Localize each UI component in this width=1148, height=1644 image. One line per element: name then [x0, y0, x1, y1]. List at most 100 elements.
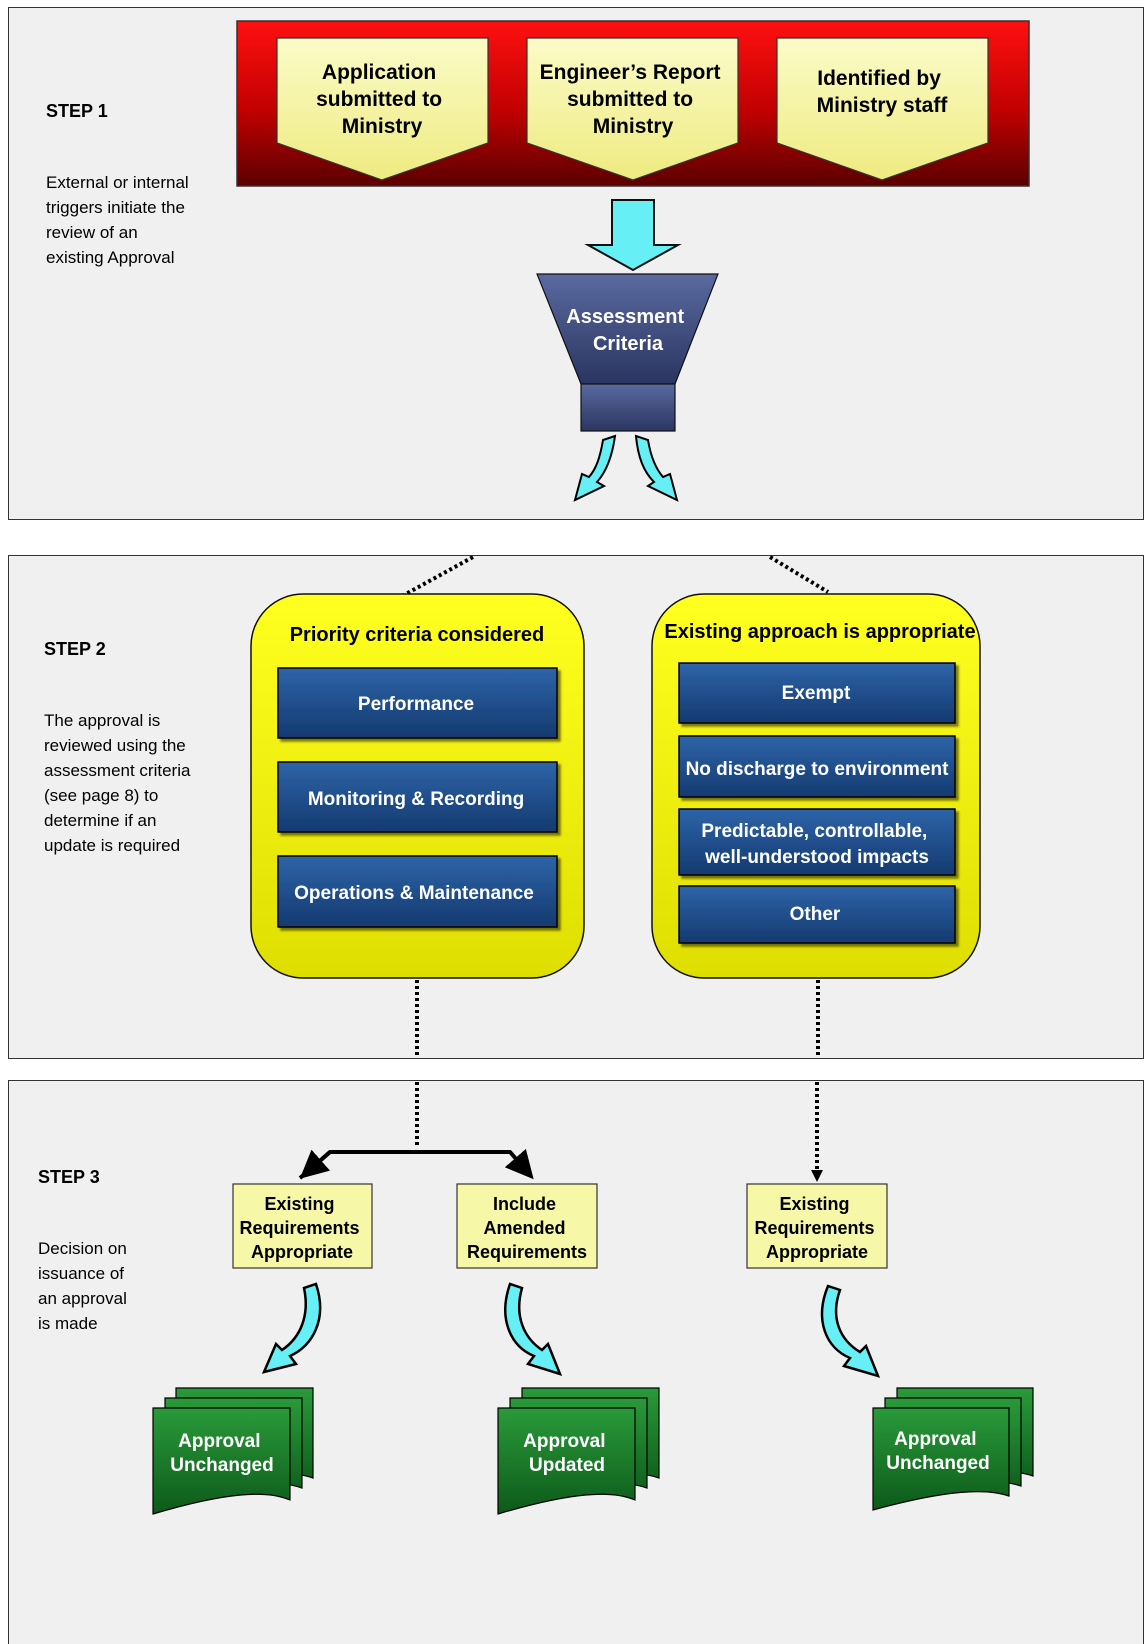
outcome-line: Unchanged — [170, 1455, 273, 1476]
step3-description-line: issuance of — [38, 1264, 124, 1283]
criteria-item-label: Monitoring & Recording — [308, 789, 524, 810]
outcome-label: Approval Updated — [523, 1431, 611, 1476]
trigger-line: submitted to — [567, 88, 693, 111]
decision-line: Existing — [779, 1194, 849, 1214]
approach-item-no-discharge: No discharge to environment — [678, 735, 956, 798]
outcome-approval-unchanged-left: Approval Unchanged — [152, 1387, 314, 1515]
step1-description-line: existing Approval — [46, 248, 175, 267]
decision-line: Requirements — [239, 1218, 359, 1238]
decision-line: Appropriate — [766, 1242, 868, 1262]
step2-description-line: assessment criteria — [44, 761, 191, 780]
funnel-label-line: Criteria — [593, 333, 664, 355]
decision-line: Existing — [264, 1194, 334, 1214]
decision-line: Appropriate — [251, 1242, 353, 1262]
decision-label: Include Amended Requirements — [467, 1194, 587, 1262]
trigger-line: Ministry — [342, 115, 423, 138]
dotted-connector — [403, 555, 474, 597]
decision-label: Existing Requirements Appropriate — [754, 1194, 879, 1262]
decision-existing-requirements-left: Existing Requirements Appropriate — [232, 1183, 373, 1269]
approach-item-line: well-understood impacts — [704, 847, 929, 868]
existing-approach-title: Existing approach is appropriate — [664, 621, 975, 643]
outcome-line: Unchanged — [886, 1453, 989, 1474]
trigger-line: submitted to — [316, 88, 442, 111]
trigger-line: Application — [322, 61, 436, 84]
decision-line: Requirements — [467, 1242, 587, 1262]
step3-panel — [8, 1080, 1144, 1644]
approach-item-label: No discharge to environment — [686, 759, 950, 780]
existing-approach-box: Existing approach is appropriate Exempt … — [651, 593, 981, 979]
decision-label: Existing Requirements Appropriate — [239, 1194, 364, 1262]
outcome-line: Approval — [178, 1431, 260, 1452]
approach-item-predictable: Predictable, controllable, well-understo… — [678, 808, 956, 876]
decision-existing-requirements-right: Existing Requirements Appropriate — [746, 1183, 888, 1269]
approach-item-label: Other — [790, 904, 841, 925]
step3-description-line: is made — [38, 1314, 98, 1333]
curved-arrow-icon — [820, 1284, 881, 1378]
trigger-line: Ministry — [593, 115, 674, 138]
step1-title: STEP 1 — [46, 101, 108, 121]
curved-arrow-icon — [261, 1282, 322, 1374]
funnel-label-line: Assessment — [566, 306, 684, 328]
dotted-connector — [768, 555, 830, 594]
funnel-label: Assessment Criteria — [566, 306, 689, 355]
approach-item-other: Other — [678, 885, 956, 944]
trigger-ministry-staff: Identified by Ministry staff — [776, 37, 989, 181]
trigger-engineers-report: Engineer’s Report submitted to Ministry — [526, 37, 739, 181]
trigger-line: Engineer’s Report — [540, 61, 721, 84]
branch-connector-left-head — [299, 1149, 332, 1179]
outcome-line: Updated — [529, 1455, 605, 1476]
approach-item-label: Exempt — [782, 683, 851, 704]
trigger-ministry-staff-label: Identified by Ministry staff — [817, 67, 949, 117]
criteria-item-operations: Operations & Maintenance — [277, 855, 558, 928]
decision-line: Requirements — [754, 1218, 874, 1238]
approach-item-exempt: Exempt — [678, 662, 956, 724]
down-arrow-icon — [584, 199, 682, 272]
step2-description-line: (see page 8) to — [44, 786, 159, 805]
criteria-item-label: Performance — [358, 694, 474, 715]
step1-description: External or internal triggers initiate t… — [46, 170, 189, 270]
step2-description-line: determine if an — [44, 811, 157, 830]
approach-item-label: Predictable, controllable, well-understo… — [701, 821, 932, 868]
outcome-line: Approval — [894, 1429, 976, 1450]
step1-description-line: review of an — [46, 223, 138, 242]
step1-description-line: triggers initiate the — [46, 198, 185, 217]
branch-connector — [298, 1148, 534, 1180]
step3-description-line: an approval — [38, 1289, 127, 1308]
step3-description-line: Decision on — [38, 1239, 127, 1258]
trigger-line: Ministry staff — [817, 94, 949, 117]
step2-description-line: The approval is — [44, 711, 161, 730]
criteria-item-monitoring: Monitoring & Recording — [277, 761, 558, 833]
criteria-item-performance: Performance — [277, 667, 558, 739]
document-icon — [152, 1407, 291, 1515]
step3-description: Decision on issuance of an approval is m… — [38, 1236, 127, 1336]
trigger-application-label: Application submitted to Ministry — [316, 61, 448, 138]
approach-item-line: Predictable, controllable, — [701, 821, 927, 842]
split-arrow-right-icon — [634, 434, 679, 502]
step2-description-line: update is required — [44, 836, 181, 855]
decision-line: Amended — [483, 1218, 565, 1238]
outcome-label: Approval Unchanged — [170, 1431, 273, 1476]
trigger-line: Identified by — [817, 67, 941, 90]
split-arrow-left-icon — [573, 434, 617, 502]
trigger-application: Application submitted to Ministry — [276, 37, 489, 181]
trigger-engineers-report-label: Engineer’s Report submitted to Ministry — [540, 61, 727, 138]
decision-amended-requirements: Include Amended Requirements — [456, 1183, 598, 1269]
outcome-label: Approval Unchanged — [886, 1429, 989, 1474]
assessment-funnel: Assessment Criteria — [536, 273, 719, 432]
curved-arrow-icon — [504, 1282, 563, 1376]
step2-description: The approval is reviewed using the asses… — [44, 708, 190, 858]
step3-title: STEP 3 — [38, 1167, 100, 1187]
document-icon — [872, 1407, 1010, 1511]
step2-title: STEP 2 — [44, 639, 106, 659]
step2-description-line: reviewed using the — [44, 736, 186, 755]
outcome-approval-unchanged-right: Approval Unchanged — [872, 1387, 1034, 1511]
connector-arrowhead-icon — [811, 1170, 823, 1182]
outcome-line: Approval — [523, 1431, 605, 1452]
step1-description-line: External or internal — [46, 173, 189, 192]
priority-criteria-box: Priority criteria considered Performance… — [250, 593, 585, 979]
decision-line: Include — [493, 1194, 556, 1214]
criteria-item-label: Operations & Maintenance — [294, 883, 534, 904]
priority-criteria-title: Priority criteria considered — [290, 624, 545, 646]
document-icon — [497, 1407, 636, 1515]
